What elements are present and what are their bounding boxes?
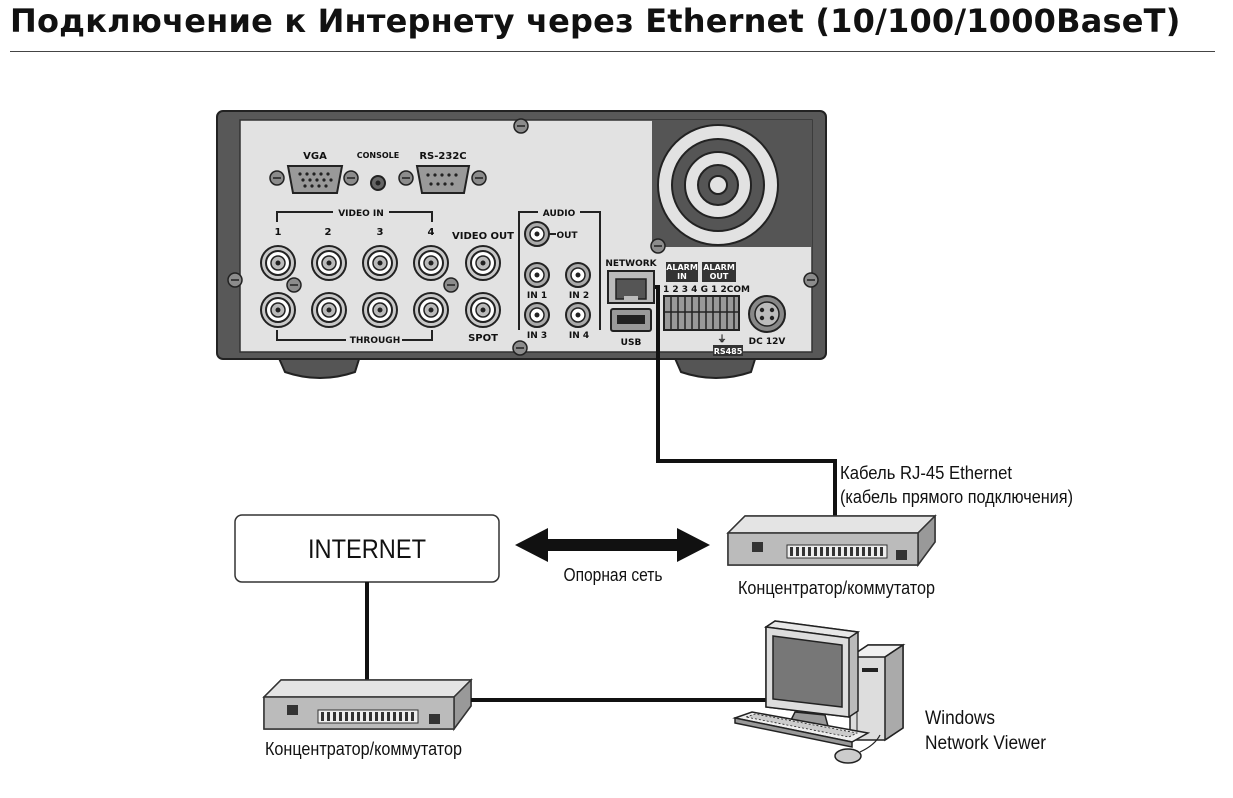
- channel-3-label: 3: [377, 227, 384, 238]
- bnc-video-in-2: [311, 245, 347, 281]
- screw-icon: [513, 118, 529, 134]
- audio-in4-label: IN 4: [569, 331, 589, 341]
- bnc-video-in-1: [260, 245, 296, 281]
- screw-icon: [227, 272, 243, 288]
- screw-icon: [269, 170, 285, 186]
- bnc-through-4: [413, 292, 449, 328]
- screw-icon: [471, 170, 487, 186]
- through-label: THROUGH: [350, 336, 400, 346]
- bnc-video-out: [465, 245, 501, 281]
- channel-2-label: 2: [325, 227, 332, 238]
- usb-label: USB: [621, 338, 642, 348]
- vga-label: VGA: [303, 151, 327, 162]
- audio-in2-label: IN 2: [569, 291, 589, 301]
- backbone-label: Опорная сеть: [564, 565, 663, 585]
- rca-audio-in-3: [524, 302, 550, 328]
- screw-icon: [286, 277, 302, 293]
- terminal-numbers: 1 2 3 4 G 1 2COM: [663, 285, 750, 295]
- rca-audio-in-4: [565, 302, 591, 328]
- screw-icon: [803, 272, 819, 288]
- rs232c-port: [415, 165, 471, 194]
- rca-audio-in-1: [524, 262, 550, 288]
- bnc-video-in-4: [413, 245, 449, 281]
- audio-in3-label: IN 3: [527, 331, 547, 341]
- rs485-label: RS485: [714, 347, 743, 356]
- screw-icon: [398, 170, 414, 186]
- dc-12v-label: DC 12V: [749, 337, 786, 347]
- screw-icon: [650, 238, 666, 254]
- audio-label: AUDIO: [543, 209, 576, 219]
- dvr-foot-left: [276, 355, 362, 379]
- alarm-out-label-1: ALARM: [703, 263, 735, 272]
- internet-label: INTERNET: [308, 534, 426, 564]
- bnc-video-in-3: [362, 245, 398, 281]
- windows-label: Windows: [925, 708, 995, 729]
- dvr-foot-right: [672, 355, 758, 379]
- vga-port: [286, 165, 344, 194]
- page-title: Подключение к Интернету через Ethernet (…: [10, 2, 1181, 40]
- audio-out-label: OUT: [556, 231, 578, 241]
- audio-in1-label: IN 1: [527, 291, 547, 301]
- cable-label-line1: Кабель RJ-45 Ethernet: [840, 463, 1012, 483]
- pc-icon: [732, 620, 906, 764]
- alarm-in-label-1: ALARM: [666, 263, 698, 272]
- rs232c-label: RS-232C: [419, 151, 466, 162]
- hub-right-label: Концентратор/коммутатор: [738, 578, 935, 598]
- title-divider: [10, 51, 1215, 52]
- spot-label: SPOT: [468, 333, 498, 344]
- dvr-rear-panel: VGA CONSOLE RS-232C VIDEO IN 1 2 3 4 VID…: [216, 110, 827, 379]
- bnc-through-3: [362, 292, 398, 328]
- fan-grill: [652, 120, 812, 247]
- alarm-in-label-2: IN: [677, 272, 687, 281]
- rs485-ground-icon: ⏚: [717, 334, 726, 345]
- double-arrow-icon: [515, 528, 710, 562]
- bnc-through-2: [311, 292, 347, 328]
- rca-audio-out: [524, 221, 550, 247]
- console-label: CONSOLE: [357, 151, 400, 160]
- rj45-ethernet-cable: [655, 285, 837, 520]
- bnc-through-1: [260, 292, 296, 328]
- cable-label-line2: (кабель прямого подключения): [840, 487, 1073, 507]
- screw-icon: [343, 170, 359, 186]
- network-viewer-label: Network Viewer: [925, 733, 1047, 754]
- alarm-out-label-2: OUT: [710, 272, 729, 281]
- network-label: NETWORK: [605, 259, 657, 269]
- channel-1-label: 1: [275, 227, 282, 238]
- rca-audio-in-2: [565, 262, 591, 288]
- screw-icon: [443, 277, 459, 293]
- video-in-label: VIDEO IN: [338, 209, 384, 219]
- video-out-label: VIDEO OUT: [452, 231, 514, 242]
- hub-switch-left: [262, 678, 473, 732]
- screw-icon: [512, 340, 528, 356]
- hub-switch-right: [726, 514, 937, 568]
- channel-4-label: 4: [428, 227, 435, 238]
- bnc-spot: [465, 292, 501, 328]
- hub-left-label: Концентратор/коммутатор: [265, 739, 462, 759]
